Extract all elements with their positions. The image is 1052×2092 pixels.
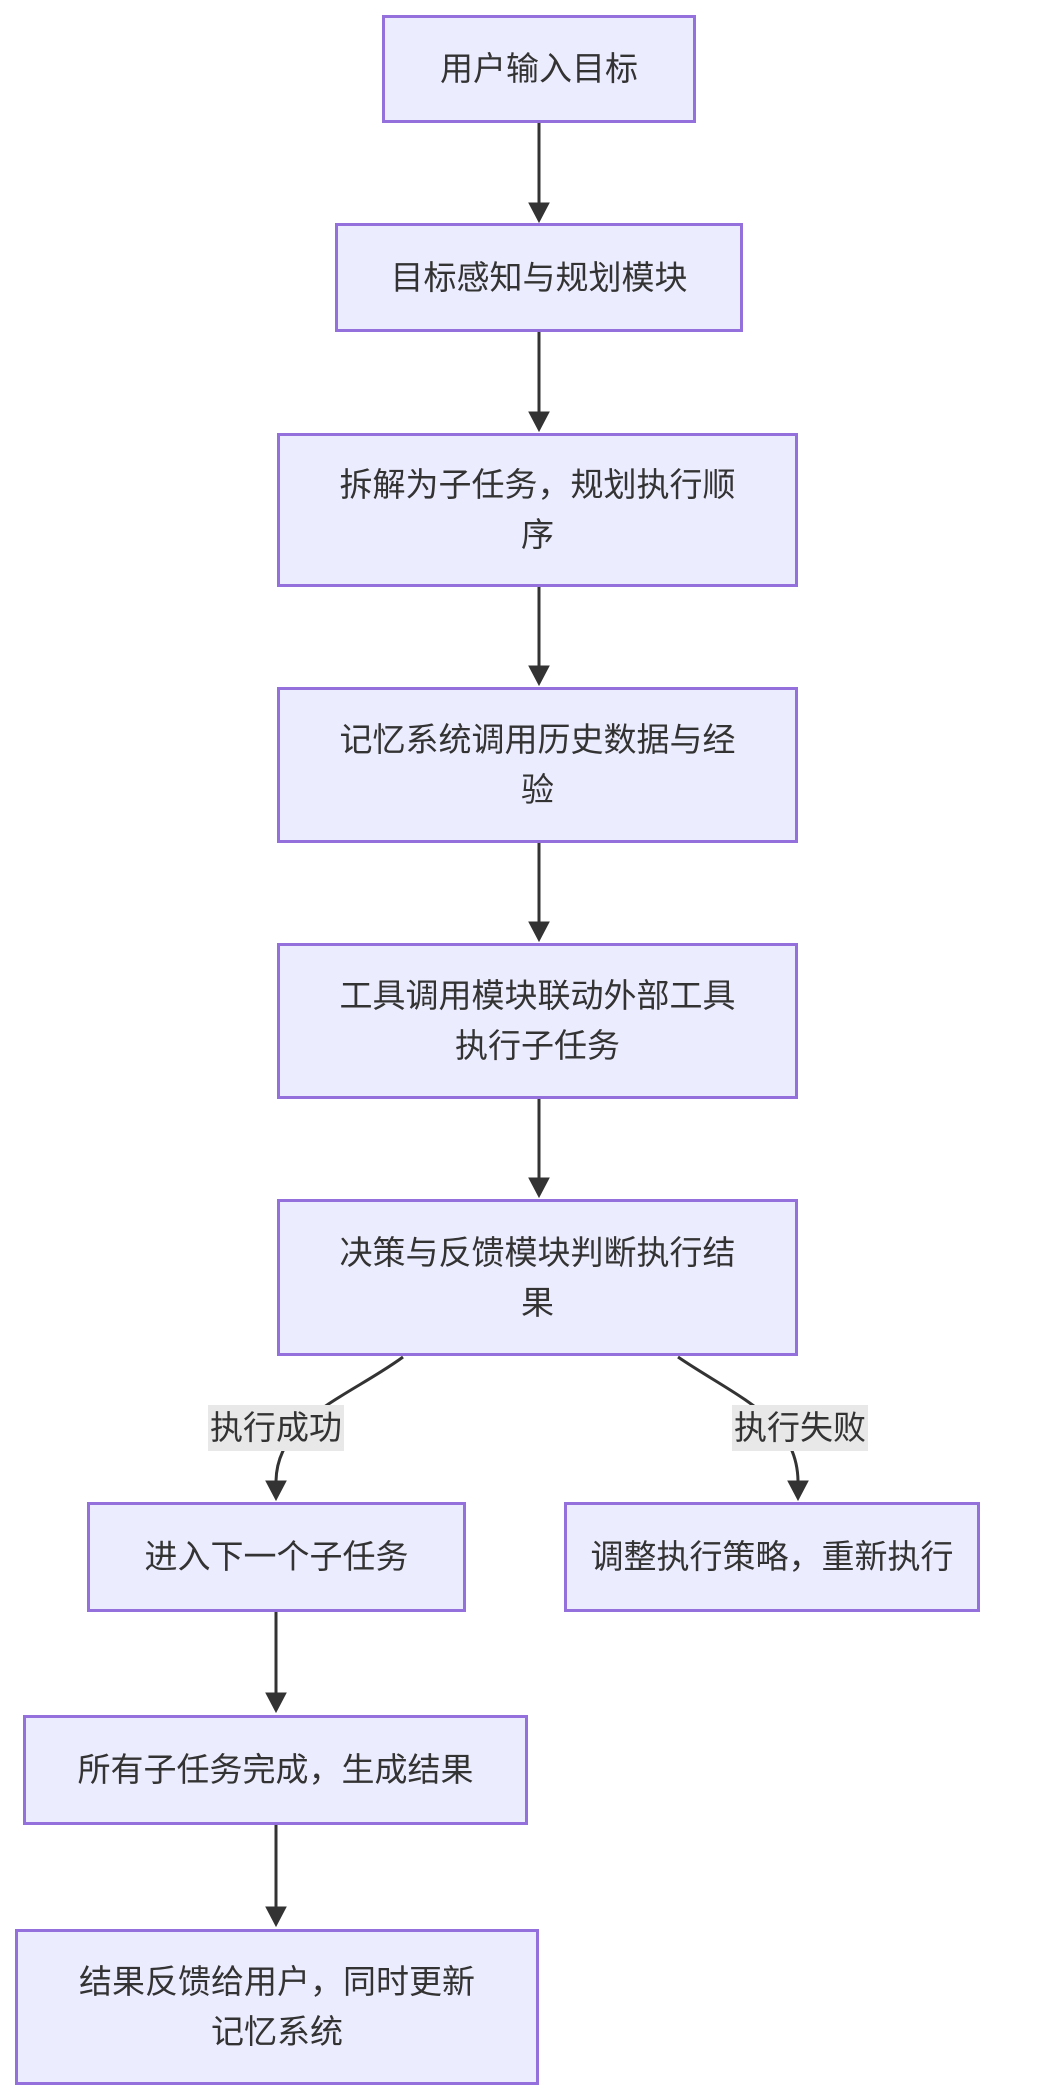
edge-label-text: 执行成功: [210, 1409, 342, 1446]
flow-node-decision-feedback: 决策与反馈模块判断执行结 果: [277, 1199, 798, 1356]
flow-node-label: 调整执行策略，重新执行: [590, 1538, 954, 1575]
flow-node-feedback-to-user: 结果反馈给用户，同时更新 记忆系统: [15, 1929, 539, 2085]
flow-node-label: 决策与反馈模块判断执行结 果: [339, 1233, 736, 1321]
edge-tool-to-decision: [528, 1099, 550, 1199]
edge-user-to-planning: [528, 123, 550, 224]
edge-label-text: 执行失败: [734, 1409, 866, 1446]
flow-node-label: 工具调用模块联动外部工具 执行子任务: [339, 977, 736, 1064]
flow-node-label: 目标感知与规划模块: [390, 258, 688, 296]
flow-node-memory-system: 记忆系统调用历史数据与经 验: [277, 687, 798, 843]
flow-node-all-subtasks-done: 所有子任务完成，生成结果: [23, 1715, 528, 1825]
flow-node-decompose-subtasks: 拆解为子任务，规划执行顺 序: [277, 433, 798, 587]
edge-label-success: 执行成功: [208, 1405, 344, 1451]
flow-node-tool-invocation: 工具调用模块联动外部工具 执行子任务: [277, 943, 798, 1099]
edge-label-failure: 执行失败: [732, 1405, 868, 1451]
flow-node-label: 进入下一个子任务: [144, 1538, 409, 1575]
flow-node-goal-planning-module: 目标感知与规划模块: [335, 223, 743, 332]
edge-next-to-done: [265, 1612, 287, 1714]
flow-node-label: 结果反馈给用户，同时更新 记忆系统: [79, 1963, 475, 2050]
flow-node-user-goal-input: 用户输入目标: [382, 15, 696, 123]
edge-planning-to-decompose: [528, 332, 550, 433]
flow-node-label: 拆解为子任务，规划执行顺 序: [339, 466, 736, 553]
flow-node-adjust-strategy: 调整执行策略，重新执行: [564, 1502, 980, 1612]
edge-decompose-to-memory: [528, 587, 550, 687]
flow-node-label: 记忆系统调用历史数据与经 验: [339, 721, 736, 808]
flow-node-label: 用户输入目标: [440, 50, 638, 87]
flow-node-label: 所有子任务完成，生成结果: [77, 1751, 474, 1788]
flow-node-next-subtask: 进入下一个子任务: [87, 1502, 466, 1612]
edge-done-to-feedback: [265, 1825, 287, 1928]
edge-memory-to-tool: [528, 843, 550, 943]
